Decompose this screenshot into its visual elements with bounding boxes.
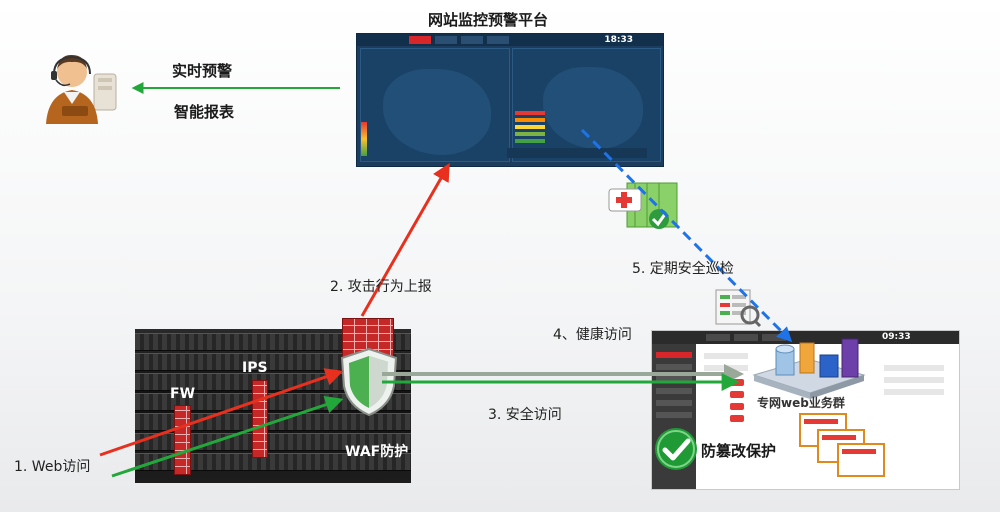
tampered-pages-icon — [799, 413, 885, 477]
health-access-label: 4、健康访问 — [553, 327, 632, 343]
operator-person-icon — [46, 54, 117, 124]
secure-access-label: 3. 安全访问 — [488, 407, 562, 423]
web-tab — [734, 334, 758, 341]
waf-shield-icon — [340, 347, 398, 417]
check-icon — [655, 428, 697, 470]
monitoring-platform-screenshot: 18:33 — [356, 33, 664, 167]
patrol-arrow — [580, 128, 793, 343]
web-tab — [706, 334, 730, 341]
platform-clock: 18:33 — [604, 35, 633, 45]
web-row — [704, 353, 748, 359]
web-topbar: 09:33 — [652, 331, 959, 344]
attack-report-label: 2. 攻击行为上报 — [330, 279, 432, 295]
fw-firewall-wall — [174, 405, 191, 475]
web-access-label: 1. Web访问 — [14, 459, 91, 475]
waf-label: WAF防护 — [345, 444, 409, 460]
smart-report-label: 智能报表 — [174, 103, 235, 121]
platform-tab — [461, 36, 483, 44]
tamper-protection-label: 防篡改保护 — [701, 442, 777, 460]
legend-swatch — [515, 132, 545, 136]
realtime-alert-label: 实时预警 — [172, 62, 233, 80]
china-map — [383, 69, 491, 155]
attack-report-arrow — [360, 162, 450, 317]
sidebar-item — [656, 388, 692, 394]
fw-label: FW — [170, 386, 196, 402]
sidebar-item — [656, 412, 692, 418]
legend-swatch — [515, 118, 545, 122]
platform-tab — [409, 36, 431, 44]
status-tag — [730, 415, 744, 422]
sidebar-item — [656, 400, 692, 406]
sidebar-item — [656, 364, 692, 370]
ips-label: IPS — [242, 360, 268, 376]
platform-bottombar — [507, 148, 647, 158]
china-map — [543, 67, 643, 149]
web-clock: 09:33 — [882, 332, 911, 342]
legend-swatch — [515, 111, 545, 115]
sidebar-item — [656, 352, 692, 358]
attack-traffic-arrow — [99, 368, 344, 457]
web-row — [884, 389, 944, 395]
health-check-kit-icon — [608, 182, 678, 229]
web-cluster-label: 专网web业务群 — [757, 396, 845, 410]
legend-swatch — [515, 125, 545, 129]
platform-tab — [487, 36, 509, 44]
web-tab — [762, 334, 786, 341]
legend-swatch — [515, 139, 545, 143]
platform-title: 网站监控预警平台 — [428, 11, 549, 29]
web-row — [884, 377, 944, 383]
status-tag — [730, 391, 744, 398]
rack-unit — [135, 453, 411, 471]
platform-topbar: 18:33 — [357, 34, 663, 46]
patrol-label: 5. 定期安全巡检 — [632, 261, 734, 277]
sidebar-item — [656, 376, 692, 382]
web-server-cluster-icon — [752, 338, 866, 399]
platform-map-panel-right — [512, 48, 661, 162]
heat-scale — [361, 122, 367, 156]
platform-tab — [435, 36, 457, 44]
normal-traffic-arrow — [111, 396, 344, 478]
platform-map-panel-left — [360, 48, 510, 162]
status-tag — [730, 403, 744, 410]
web-row — [884, 365, 944, 371]
